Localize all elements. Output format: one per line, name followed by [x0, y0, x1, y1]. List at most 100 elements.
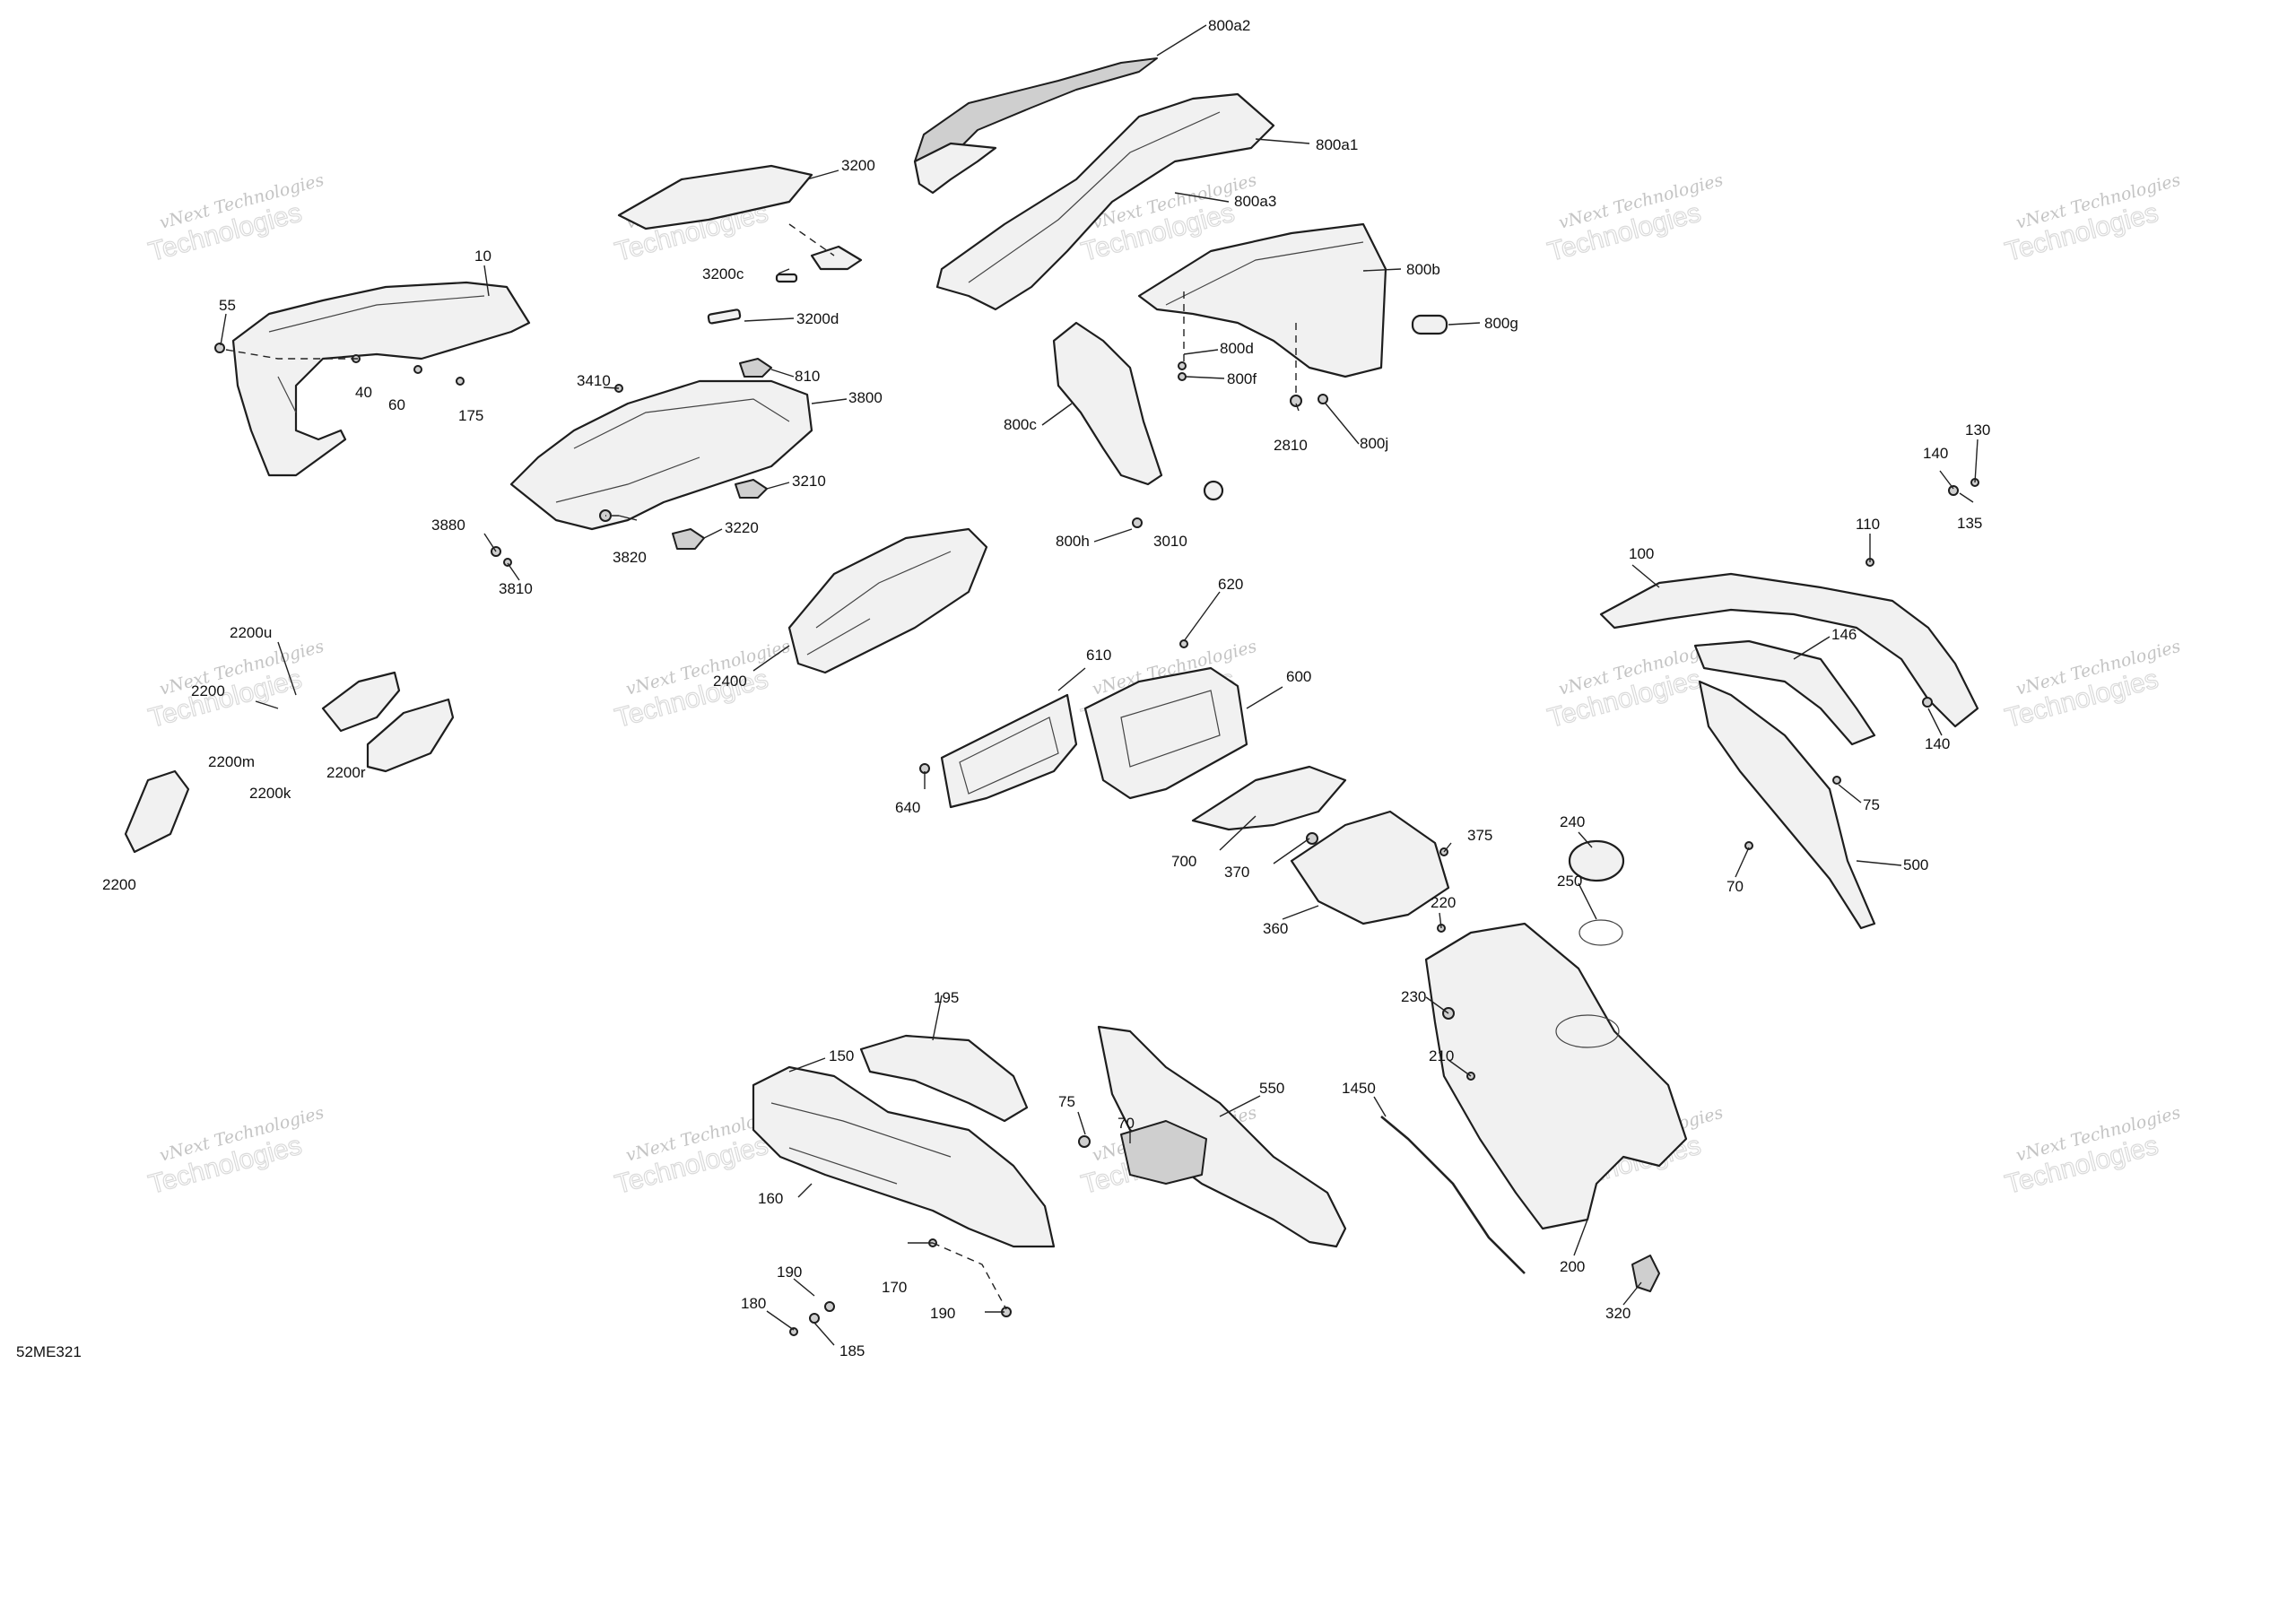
callout-2200r: 2200r — [326, 764, 366, 781]
callout-800h: 800h — [1056, 533, 1090, 550]
callout-55: 55 — [219, 297, 236, 314]
part-550-bracket — [1120, 1120, 1207, 1185]
fastener — [1178, 361, 1187, 370]
shroud-contour — [268, 295, 485, 413]
callout-110: 110 — [1856, 516, 1880, 533]
leader-layer — [220, 24, 1979, 1346]
callout-195: 195 — [934, 989, 959, 1006]
callout-375: 375 — [1467, 827, 1492, 844]
panel-contour — [1165, 241, 1364, 306]
part-800g-badge — [1411, 314, 1448, 335]
part-250-gasket — [1578, 919, 1623, 946]
callout-370: 370 — [1224, 864, 1249, 881]
drawing-code: 52ME321 — [16, 1343, 82, 1360]
callout-640: 640 — [895, 799, 920, 816]
part-146-strip — [1693, 639, 1876, 746]
fastener — [1948, 485, 1959, 496]
callout-180: 180 — [741, 1295, 766, 1312]
housing-window — [1120, 690, 1221, 768]
callout-175: 175 — [458, 407, 483, 424]
callout-2400: 2400 — [713, 673, 747, 690]
callout-230: 230 — [1401, 988, 1426, 1005]
part-800a2-end — [913, 142, 997, 195]
callout-3010: 3010 — [1153, 533, 1187, 550]
fastener — [503, 558, 512, 567]
fastener — [1132, 517, 1143, 528]
callout-800a2: 800a2 — [1208, 17, 1250, 34]
fastener — [809, 1313, 820, 1324]
frame-window — [959, 717, 1059, 795]
callout-500: 500 — [1903, 856, 1928, 873]
callout-200: 200 — [1560, 1258, 1585, 1275]
callout-800d: 800d — [1220, 340, 1254, 357]
fastener — [1178, 372, 1187, 381]
console-cupholder — [1555, 1014, 1620, 1048]
callout-10: 10 — [474, 248, 491, 265]
callout-2810: 2810 — [1274, 437, 1308, 454]
callout-185: 185 — [839, 1342, 865, 1359]
part-3200-cover — [617, 164, 813, 230]
callout-3880: 3880 — [431, 517, 465, 534]
trim-contour — [770, 1102, 952, 1185]
part-200-console — [1424, 922, 1688, 1230]
callout-810: 810 — [795, 368, 820, 385]
part-100-rear-trim — [1599, 572, 1979, 728]
part-150-side-trim — [752, 1065, 1056, 1248]
callout-170: 170 — [882, 1279, 907, 1296]
part-800a1-seat — [935, 92, 1275, 311]
fastener — [1306, 832, 1318, 845]
part-3220-grommet — [672, 528, 705, 550]
callout-620: 620 — [1218, 576, 1243, 593]
callout-160: 160 — [758, 1190, 783, 1207]
callout-135: 135 — [1957, 515, 1982, 532]
callout-220: 220 — [1431, 894, 1456, 911]
part-1450-cable — [1380, 1116, 1526, 1274]
part-3210-grommet — [735, 479, 768, 499]
callout-800a1: 800a1 — [1316, 136, 1358, 153]
callout-700: 700 — [1171, 853, 1196, 870]
fastener — [824, 1301, 835, 1312]
callout-610: 610 — [1086, 647, 1111, 664]
part-10-shroud — [231, 281, 531, 477]
callout-3810: 3810 — [499, 580, 533, 597]
callout-40: 40 — [355, 384, 372, 401]
part-240-filler-ring — [1568, 839, 1625, 882]
part-500-side-panel — [1698, 680, 1876, 930]
part-3010-plug — [1203, 480, 1224, 501]
callout-800f: 800f — [1227, 370, 1257, 387]
callout-1450: 1450 — [1342, 1080, 1376, 1097]
bin-contour — [555, 398, 790, 503]
fastener — [1290, 395, 1302, 407]
part-360-tray — [1290, 810, 1450, 925]
callout-3200: 3200 — [841, 157, 875, 174]
callout-800j: 800j — [1360, 435, 1388, 452]
part-2200-mirror-left — [124, 769, 190, 854]
callout-layer: 800a2 800a1 800a3 800b 800g 800d 800f 80… — [102, 17, 1990, 1359]
callout-320: 320 — [1605, 1305, 1631, 1322]
callout-140-upper: 140 — [1923, 445, 1948, 462]
callout-190-lower: 190 — [930, 1305, 955, 1322]
callout-210: 210 — [1429, 1047, 1454, 1064]
callout-60: 60 — [388, 396, 405, 413]
callout-130: 130 — [1965, 421, 1990, 439]
parts-layer — [124, 57, 1979, 1336]
callout-360: 360 — [1263, 920, 1288, 937]
part-600-housing — [1083, 666, 1248, 800]
callout-190-upper: 190 — [777, 1264, 802, 1281]
fastener — [1922, 697, 1933, 708]
callout-800c: 800c — [1004, 416, 1037, 433]
part-610-frame — [940, 693, 1078, 809]
callout-250: 250 — [1557, 873, 1582, 890]
part-810-grommet — [739, 358, 772, 378]
callout-3410: 3410 — [577, 372, 611, 389]
fastener — [214, 343, 225, 353]
callout-600: 600 — [1286, 668, 1311, 685]
callout-140-lower: 140 — [1925, 735, 1950, 752]
callout-3220: 3220 — [725, 519, 759, 536]
callout-2200u: 2200u — [230, 624, 272, 641]
callout-70-right: 70 — [1726, 878, 1744, 895]
callout-3820: 3820 — [613, 549, 647, 566]
callout-2200-lower: 2200 — [102, 876, 136, 893]
seat-contour — [968, 111, 1221, 283]
